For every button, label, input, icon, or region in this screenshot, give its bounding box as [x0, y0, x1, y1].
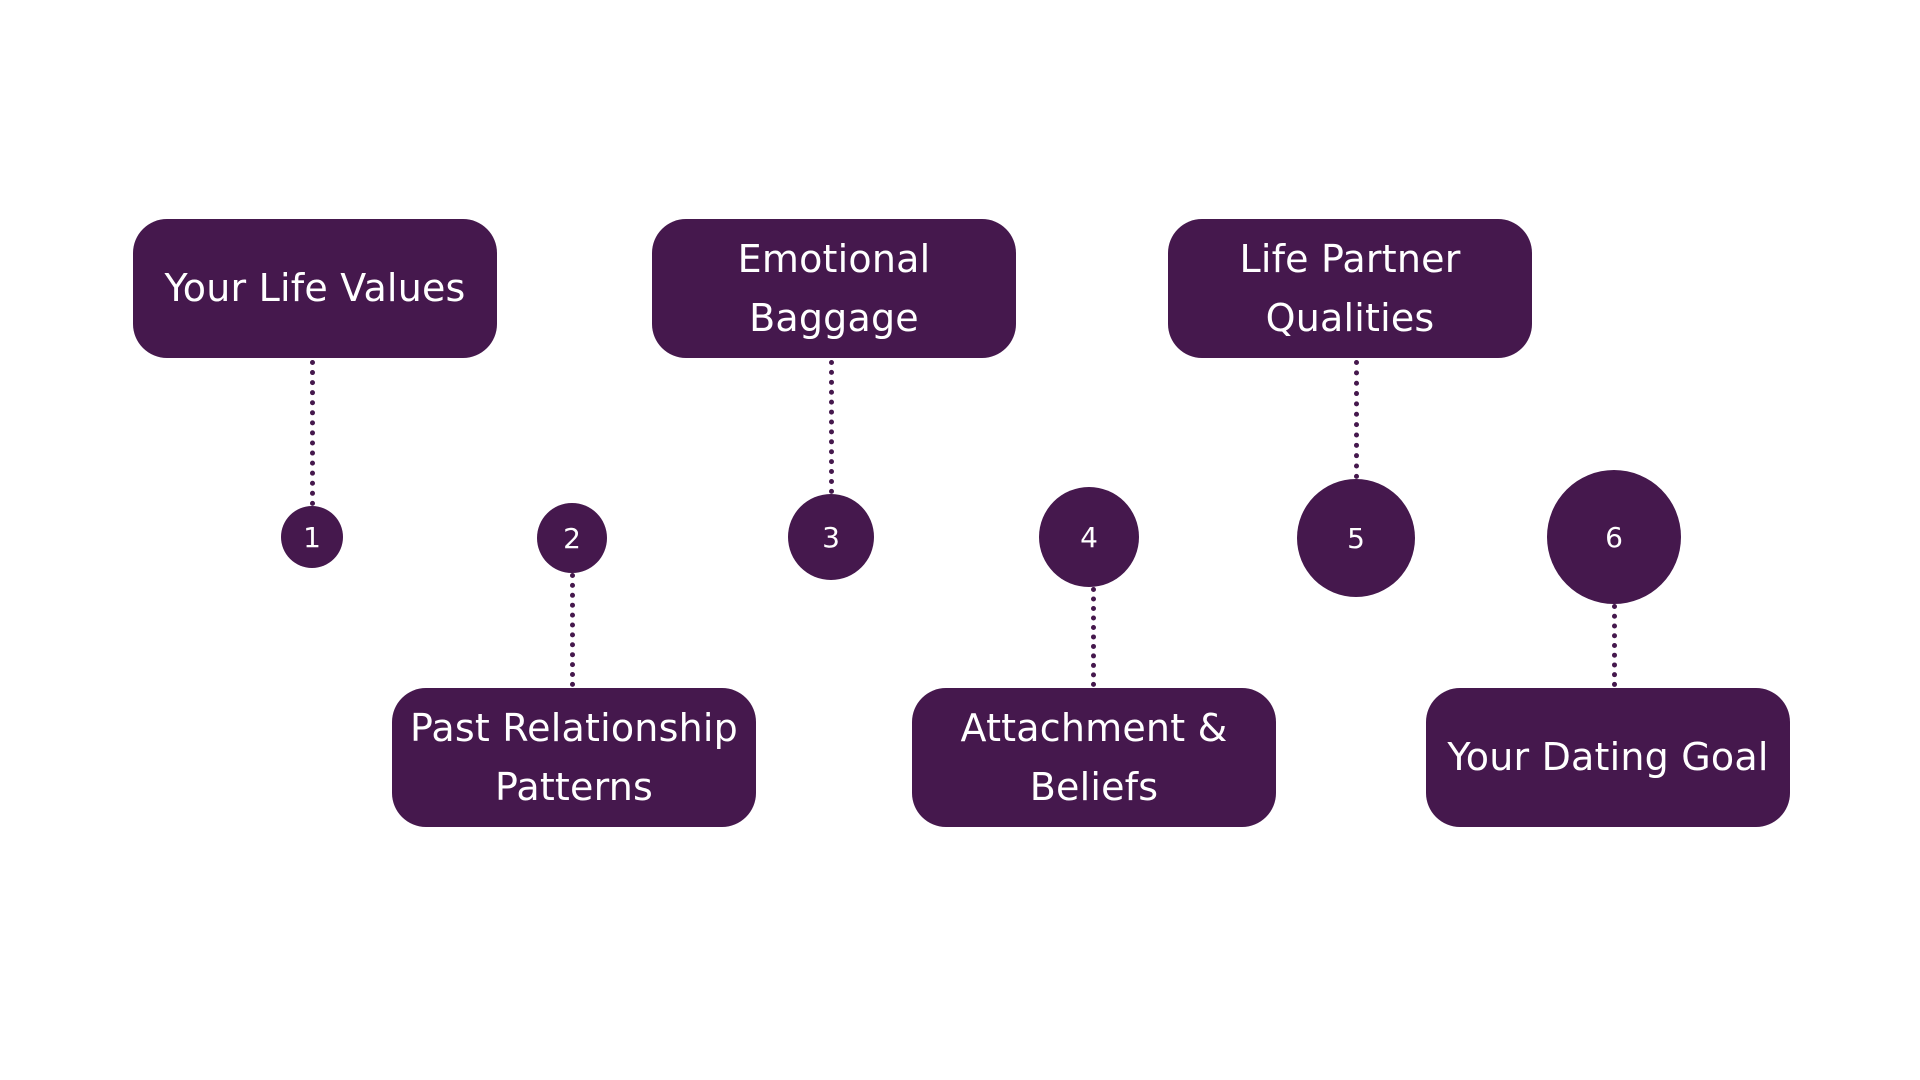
step-2-number-text: 2 — [563, 521, 581, 555]
step-5-label: Life Partner Qualities — [1239, 236, 1461, 340]
step-4-box: Attachment & Beliefs — [912, 688, 1276, 827]
step-1-label: Your Life Values — [164, 266, 466, 310]
step-5-number-text: 5 — [1347, 521, 1365, 555]
connector-1 — [310, 360, 315, 506]
connector-3 — [829, 360, 834, 494]
step-6-number-text: 6 — [1605, 520, 1623, 554]
step-6-label: Your Dating Goal — [1447, 735, 1769, 779]
step-2-label: Past Relationship Patterns — [410, 705, 738, 809]
step-1-number: 1 — [281, 506, 343, 568]
connector-4 — [1091, 587, 1096, 687]
connector-6 — [1612, 604, 1617, 687]
step-2-box: Past Relationship Patterns — [392, 688, 756, 827]
step-5-number: 5 — [1297, 479, 1415, 597]
step-1-number-text: 1 — [303, 520, 321, 554]
step-1-box: Your Life Values — [133, 219, 497, 358]
step-4-number: 4 — [1039, 487, 1139, 587]
step-3-number: 3 — [788, 494, 874, 580]
step-3-label: Emotional Baggage — [737, 236, 931, 340]
connector-2 — [570, 573, 575, 687]
step-4-label: Attachment & Beliefs — [960, 705, 1228, 809]
step-2-number: 2 — [537, 503, 607, 573]
step-6-number: 6 — [1547, 470, 1681, 604]
step-3-box: Emotional Baggage — [652, 219, 1016, 358]
connector-5 — [1354, 360, 1359, 479]
step-4-number-text: 4 — [1080, 520, 1098, 554]
step-5-box: Life Partner Qualities — [1168, 219, 1532, 358]
step-6-box: Your Dating Goal — [1426, 688, 1790, 827]
step-3-number-text: 3 — [822, 520, 840, 554]
